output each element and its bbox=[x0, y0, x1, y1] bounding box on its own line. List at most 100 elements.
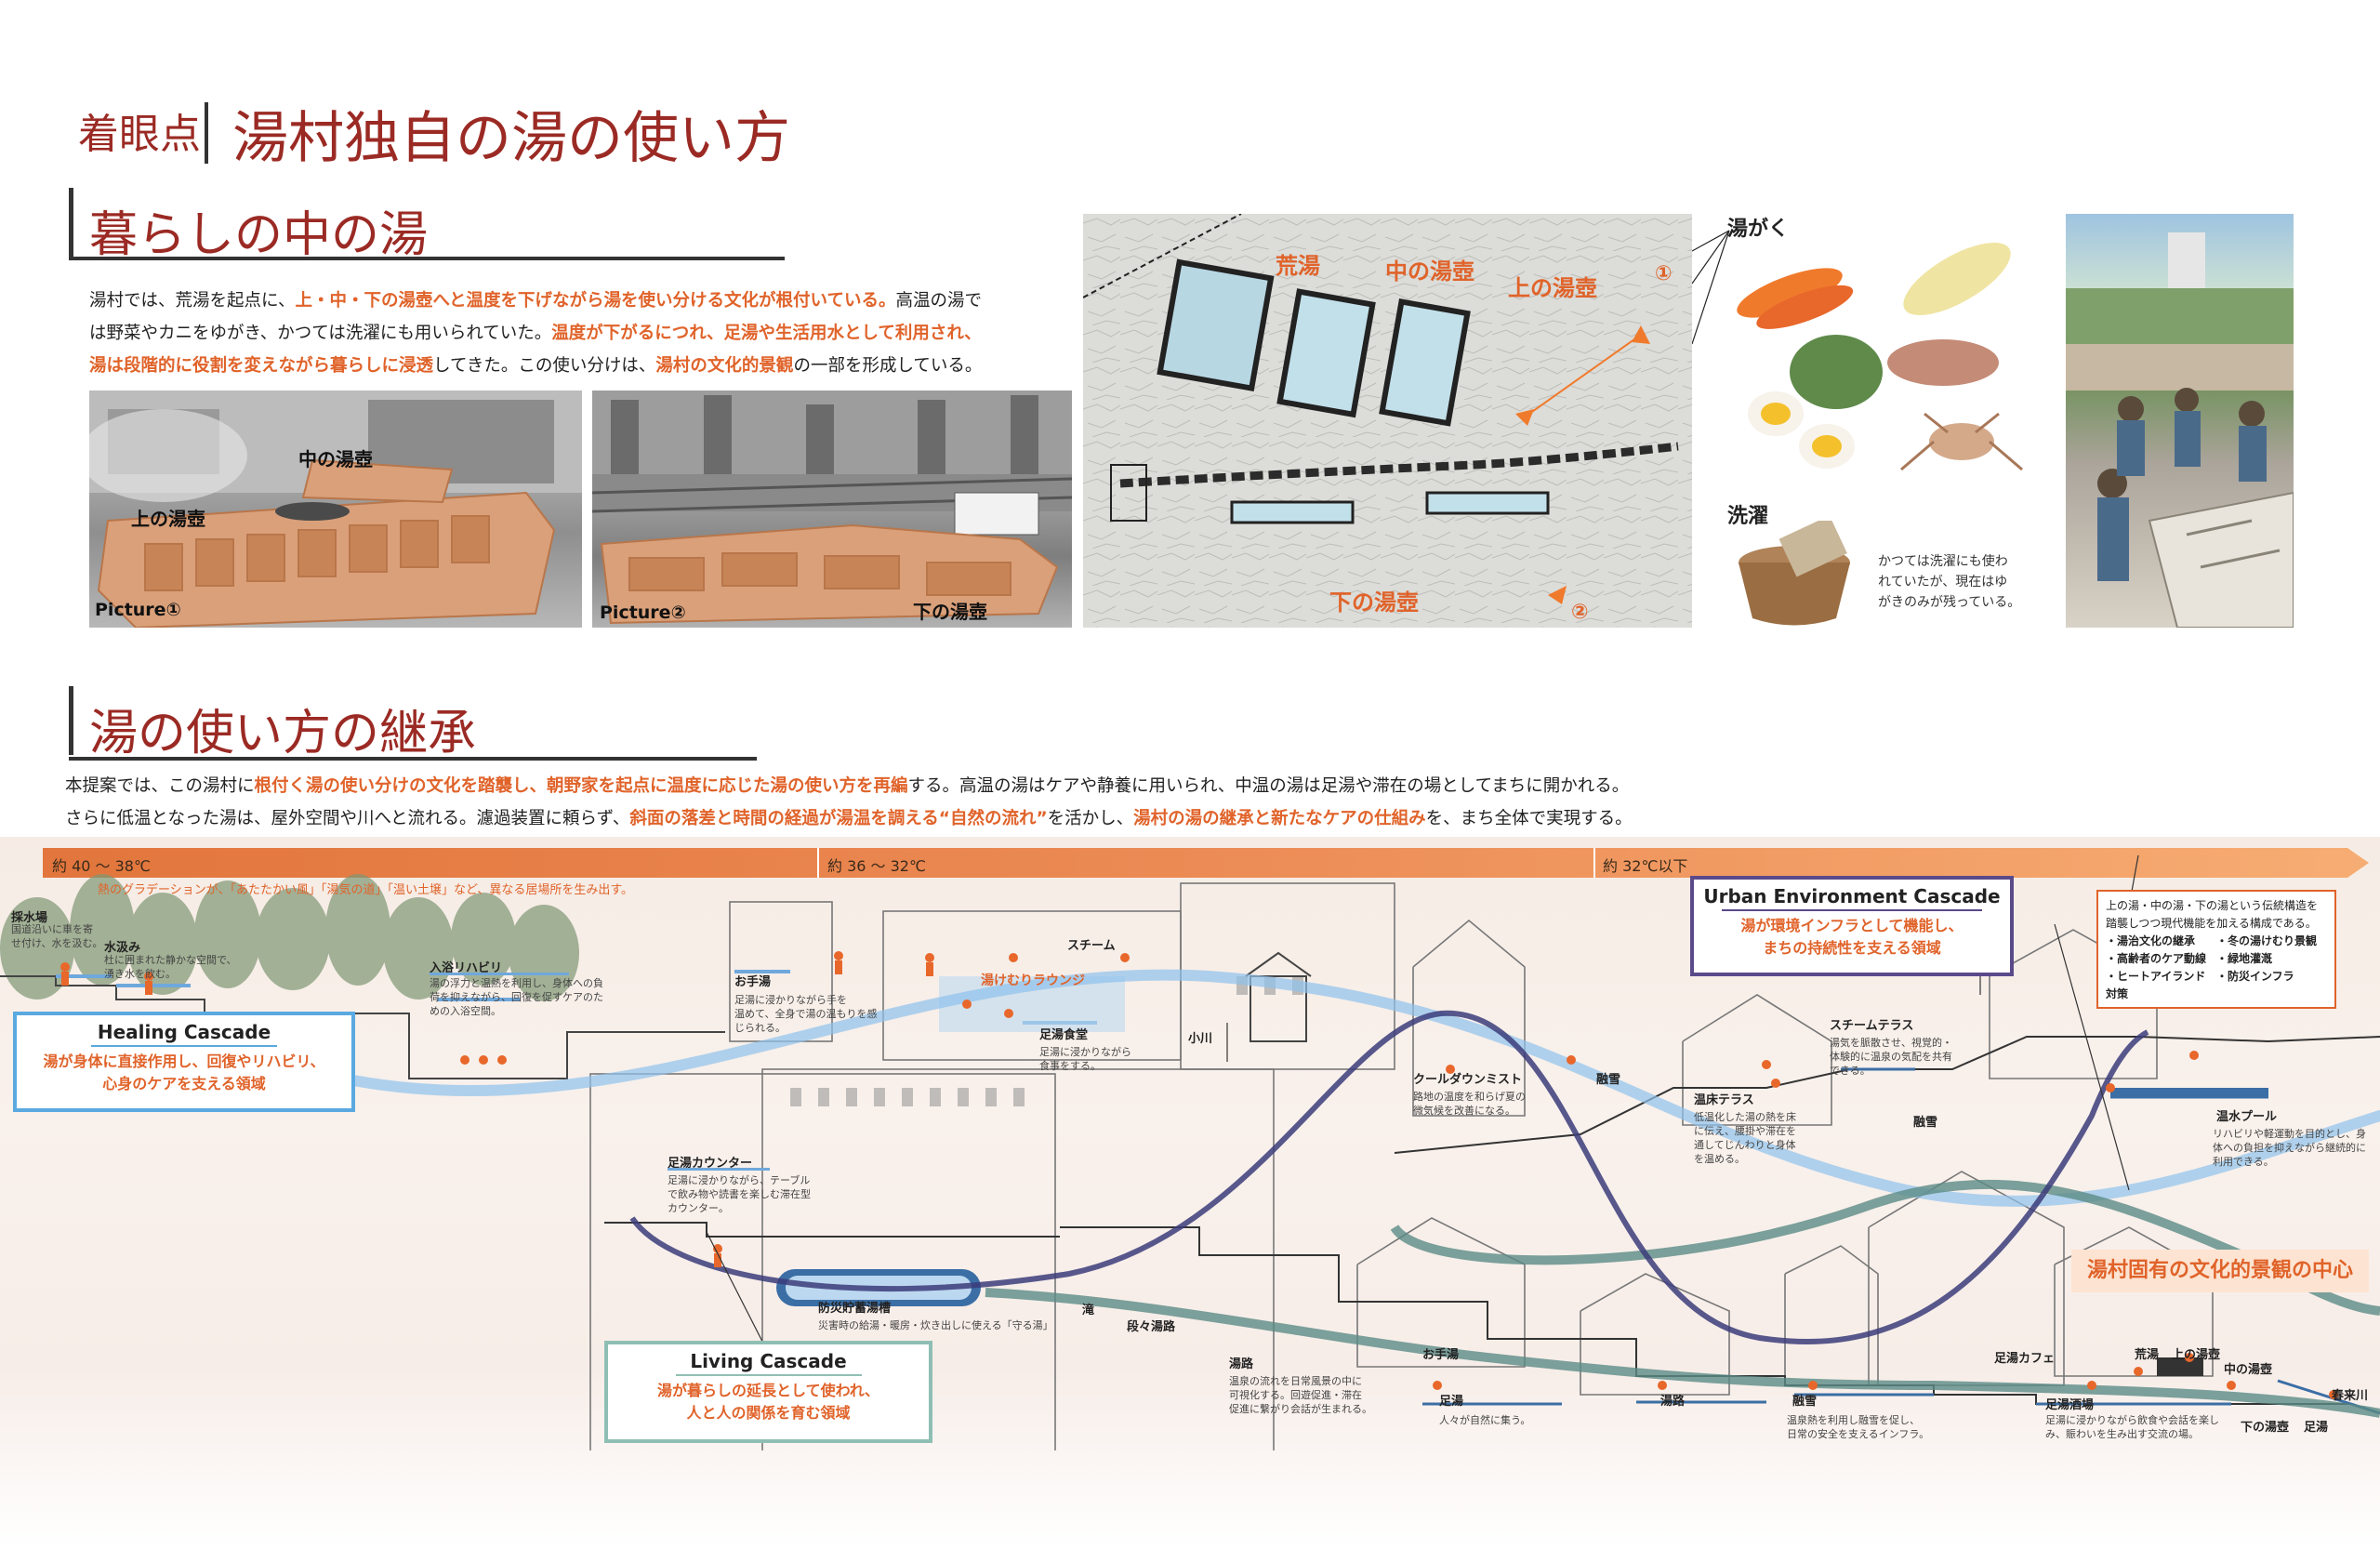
label-taki: 滝 bbox=[1082, 1304, 1095, 1317]
temp-band-low: 約 32℃以下 bbox=[1603, 857, 1688, 875]
label-haruki: 春来川 bbox=[2332, 1389, 2369, 1403]
photo-3 bbox=[2066, 214, 2294, 628]
body-text: してきた。この使い分けは、 bbox=[433, 356, 656, 376]
body-text: の一部を形成している。 bbox=[793, 356, 983, 376]
label-shokudo-desc: 足湯に浸かりながら食事をする。 bbox=[1039, 1046, 1131, 1072]
legend-item: ・ヒートアイランド対策 bbox=[2106, 970, 2206, 1000]
healing-cascade-title: Healing Cascade bbox=[97, 1021, 271, 1043]
section2-body: 本提案では、この湯村に根付く湯の使い分けの文化を踏襲し、朝野家を起点に温度に応じ… bbox=[65, 770, 1633, 835]
section1-body: 湯村では、荒湯を起点に、上・中・下の湯壺へと温度を下げながら湯を使い分ける文化が… bbox=[89, 285, 982, 382]
label-bosai-desc: 災害時の給湯・暖房・炊き出しに使える「守る湯」 bbox=[818, 1319, 1053, 1331]
label-cooldown-desc: 路地の温度を和らげ夏の微気候を改善になる。 bbox=[1413, 1091, 1526, 1117]
urban-cascade-title: Urban Environment Cascade bbox=[1703, 885, 2001, 907]
temp-band-high: 約 40 〜 38℃ bbox=[52, 857, 151, 875]
photo-1-drawing bbox=[89, 391, 582, 628]
section2-heading: 湯の使い方の継承 bbox=[89, 706, 477, 761]
highlight-text: 湯村の文化的景観 bbox=[655, 356, 794, 376]
photo-1-caption: Picture① bbox=[95, 600, 181, 620]
body-text: は野菜やカニをゆがき、かつては洗濯にも用いられていた。 bbox=[89, 324, 552, 343]
urban-cascade-desc-1: 湯が環境インフラとして機能し、 bbox=[1740, 917, 1964, 934]
header-divider bbox=[205, 102, 208, 164]
healing-cascade-box: Healing Cascade 湯が身体に直接作用し、回復やリハビリ、 心身のケ… bbox=[13, 1012, 355, 1112]
highlight-text: 湯は段階的に役割を変えながら暮らしに浸透 bbox=[89, 356, 434, 376]
legend-item: ・湯治文化の継承 bbox=[2106, 934, 2196, 947]
label-otete: お手湯 bbox=[734, 975, 772, 989]
map-label-naka: 中の湯壺 bbox=[1385, 258, 1474, 285]
sentaku-note: かつては洗濯にも使われていたが、現在はゆがきのみが残っている。 bbox=[1878, 554, 2021, 610]
cascade-diagram-drawing bbox=[0, 848, 2380, 1450]
sentaku-tub bbox=[1739, 521, 1850, 626]
label-otete-desc: 足湯に浸かりながら手を温めて、全身で湯の温もりを感じられる。 bbox=[734, 994, 878, 1034]
body-text: さらに低温となった湯は、屋外空間や川へと流れる。濾過装置に頼らず、 bbox=[65, 809, 630, 828]
highlight-text: 根付く湯の使い分けの文化を踏襲し、朝野家を起点に温度に応じた湯の使い方を再編 bbox=[254, 776, 908, 796]
label-ashiyu-sakaba: 足湯酒場 bbox=[2045, 1398, 2095, 1412]
section2-line: 本提案では、この湯村に根付く湯の使い分けの文化を踏襲し、朝野家を起点に温度に応じ… bbox=[65, 770, 1633, 802]
yuzubo-map: 荒湯 中の湯壺 上の湯壺 下の湯壺 ① ② bbox=[1083, 214, 1692, 628]
highlight-text: 湯村の湯の継承と新たなケアの仕組み bbox=[1133, 809, 1426, 828]
photo-3-drawing bbox=[2066, 232, 2294, 628]
label-mizukumi: 水汲み bbox=[104, 941, 141, 955]
label-yusetsu-3-desc: 温泉熱を利用し融雪を促し、日常の安全を支えるインフラ。 bbox=[1787, 1414, 1930, 1440]
legend-item: ・冬の湯けむり景観 bbox=[2216, 934, 2318, 947]
yugaku-callout-lines bbox=[1692, 230, 1730, 345]
section1-line: 湯は段階的に役割を変えながら暮らしに浸透してきた。この使い分けは、湯村の文化的景… bbox=[89, 350, 982, 382]
label-sakaba-desc: 足湯に浸かりながら飲食や会話を楽しみ、賑わいを生み出す交流の場。 bbox=[2045, 1414, 2219, 1440]
label-yusetsu-2: 融雪 bbox=[1913, 1116, 1938, 1130]
body-text: を活かし、 bbox=[1047, 809, 1134, 828]
label-ashiyu-cafe: 足湯カフェ bbox=[1994, 1352, 2056, 1366]
label-yusetsu-1: 融雪 bbox=[1596, 1073, 1621, 1087]
label-steam: スチーム bbox=[1067, 939, 1116, 953]
healing-cascade-desc-2: 心身のケアを支える領域 bbox=[102, 1075, 266, 1092]
map-label-shimo: 下の湯壺 bbox=[1329, 589, 1419, 616]
section1-line: 湯村では、荒湯を起点に、上・中・下の湯壺へと温度を下げながら湯を使い分ける文化が… bbox=[89, 285, 982, 317]
legend-item: ・高齢者のケア動線 bbox=[2106, 952, 2207, 965]
label-yuro-desc: 温泉の流れを日常風景の中に可視化する。回遊促進・滞在促進に繋がり会話が生まれる。 bbox=[1229, 1375, 1372, 1415]
photo-1-label-naka: 中の湯壺 bbox=[298, 448, 373, 470]
label-yusetsu-3: 融雪 bbox=[1792, 1395, 1818, 1409]
label-otete-2: お手湯 bbox=[1422, 1348, 1460, 1362]
label-nyuyoku: 入浴リハビリ bbox=[430, 961, 503, 975]
label-shimo: 下の湯壺 bbox=[2241, 1421, 2290, 1435]
label-yuro-2: 湯路 bbox=[1660, 1395, 1686, 1409]
map-marker-2: ② bbox=[1571, 601, 1589, 624]
label-dandan: 段々湯路 bbox=[1127, 1320, 1176, 1334]
label-arayu: 荒湯 bbox=[2135, 1348, 2160, 1362]
living-cascade-desc-1: 湯が暮らしの延長として使われ、 bbox=[657, 1382, 879, 1399]
living-cascade-rule bbox=[675, 1374, 862, 1376]
label-steam-terrace-desc: 湯気を脈散させ、視覚的・体験的に温泉の気配を共有できる。 bbox=[1830, 1037, 1952, 1077]
living-cascade-box: Living Cascade 湯が暮らしの延長として使われ、 人と人の関係を育む… bbox=[604, 1341, 932, 1443]
label-mizukumi-desc: 杜に囲まれた静かな空間で、湧き水を飲む。 bbox=[104, 954, 237, 980]
section2-bar bbox=[69, 686, 73, 755]
urban-cascade-rule bbox=[1722, 909, 1982, 911]
legend-item: ・緑地灌漑 bbox=[2216, 952, 2273, 965]
label-ashiyu-counter-bar bbox=[668, 1168, 770, 1171]
photo-1-label-ue: 上の湯壺 bbox=[131, 508, 205, 530]
section1-line: は野菜やカニをゆがき、かつては洗濯にも用いられていた。温度が下がるにつれ、足湯や… bbox=[89, 317, 982, 350]
section1-bar bbox=[69, 188, 73, 257]
body-text: 湯村では、荒湯を起点に、 bbox=[89, 291, 296, 311]
gradient-note: 熱のグラデーションが、「あたたかい風」「湯気の道」「温い土壌」など、異なる居場所… bbox=[98, 883, 634, 897]
yugaku-title: 湯がく bbox=[1727, 218, 1790, 241]
label-nyuyoku-bar bbox=[430, 973, 569, 975]
yugaku-foods bbox=[1737, 242, 2023, 471]
label-naka: 中の湯壺 bbox=[2224, 1363, 2273, 1377]
body-text: 本提案では、この湯村に bbox=[65, 776, 255, 796]
page-title: 湯村独自の湯の使い方 bbox=[232, 106, 790, 171]
label-ashiyu-counter: 足湯カウンター bbox=[668, 1157, 753, 1171]
photo-1: 中の湯壺 上の湯壺 Picture① bbox=[89, 391, 582, 628]
label-ue: 上の湯壺 bbox=[2172, 1348, 2221, 1362]
cultural-landscape-center: 湯村固有の文化的景観の中心 bbox=[2071, 1250, 2369, 1292]
section2-line: さらに低温となった湯は、屋外空間や川へと流れる。濾過装置に頼らず、斜面の落差と時… bbox=[65, 802, 1633, 835]
map-label-ue: 上の湯壺 bbox=[1508, 275, 1597, 301]
label-saisui-desc: 国道沿いに車を寄せ付け、水を汲む。 bbox=[11, 923, 103, 949]
urban-cascade-desc-2: まちの持続性を支える領域 bbox=[1763, 939, 1941, 957]
section1-underline bbox=[69, 257, 785, 260]
label-ogawa: 小川 bbox=[1188, 1032, 1213, 1046]
label-onsho-terrace: 温床テラス bbox=[1694, 1093, 1754, 1107]
legend-item: ・防災インフラ bbox=[2216, 970, 2294, 983]
photo-2: Picture② 下の湯壺 bbox=[592, 391, 1072, 628]
map-marker-1: ① bbox=[1655, 262, 1673, 285]
highlight-text: 上・中・下の湯壺へと温度を下げながら湯を使い分ける文化が根付いている。 bbox=[295, 291, 896, 311]
label-lounge: 湯けむりラウンジ bbox=[981, 973, 1085, 988]
label-steam-terrace: スチームテラス bbox=[1830, 1019, 1914, 1033]
